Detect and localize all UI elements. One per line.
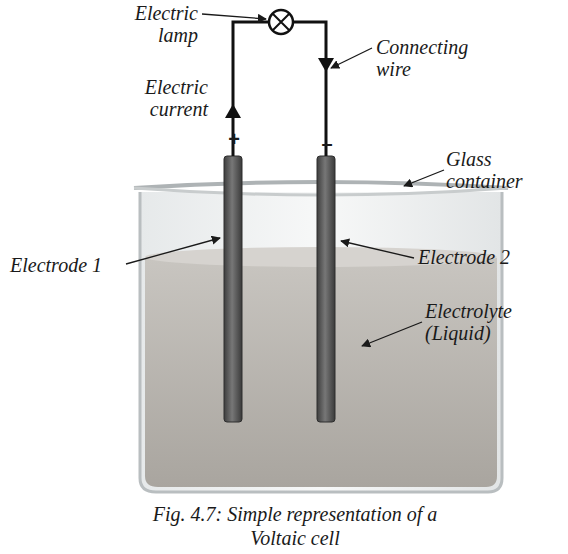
polarity-sign: –: [318, 132, 336, 154]
lamp-cross: [273, 14, 290, 31]
lamp-label: Electric lamp: [100, 2, 198, 46]
polarity-sign: +: [225, 128, 243, 150]
current-arrow: [225, 104, 241, 118]
leader-line: [202, 14, 266, 19]
lamp-symbol: [269, 10, 293, 34]
container-label: Glass container: [446, 148, 556, 192]
electrode-label: Electrode 1: [10, 254, 126, 276]
leader-line: [331, 48, 372, 68]
figure-caption: Fig. 4.7: Simple representation of a Vol…: [150, 502, 440, 550]
electrode-label: Electrode 2: [418, 246, 558, 268]
connecting-wire: [293, 22, 326, 156]
leader-line: [126, 238, 220, 264]
leader-line: [341, 241, 414, 258]
electrolyte-label: Electrolyte (Liquid): [425, 300, 545, 344]
leader-line: [362, 322, 422, 346]
current-arrow: [318, 58, 334, 72]
electrode-rod: [317, 156, 335, 422]
current-label: Electric current: [98, 76, 208, 120]
electrode-rod: [224, 156, 242, 422]
wire-label: Connecting wire: [376, 36, 486, 80]
leader-line: [404, 170, 444, 186]
